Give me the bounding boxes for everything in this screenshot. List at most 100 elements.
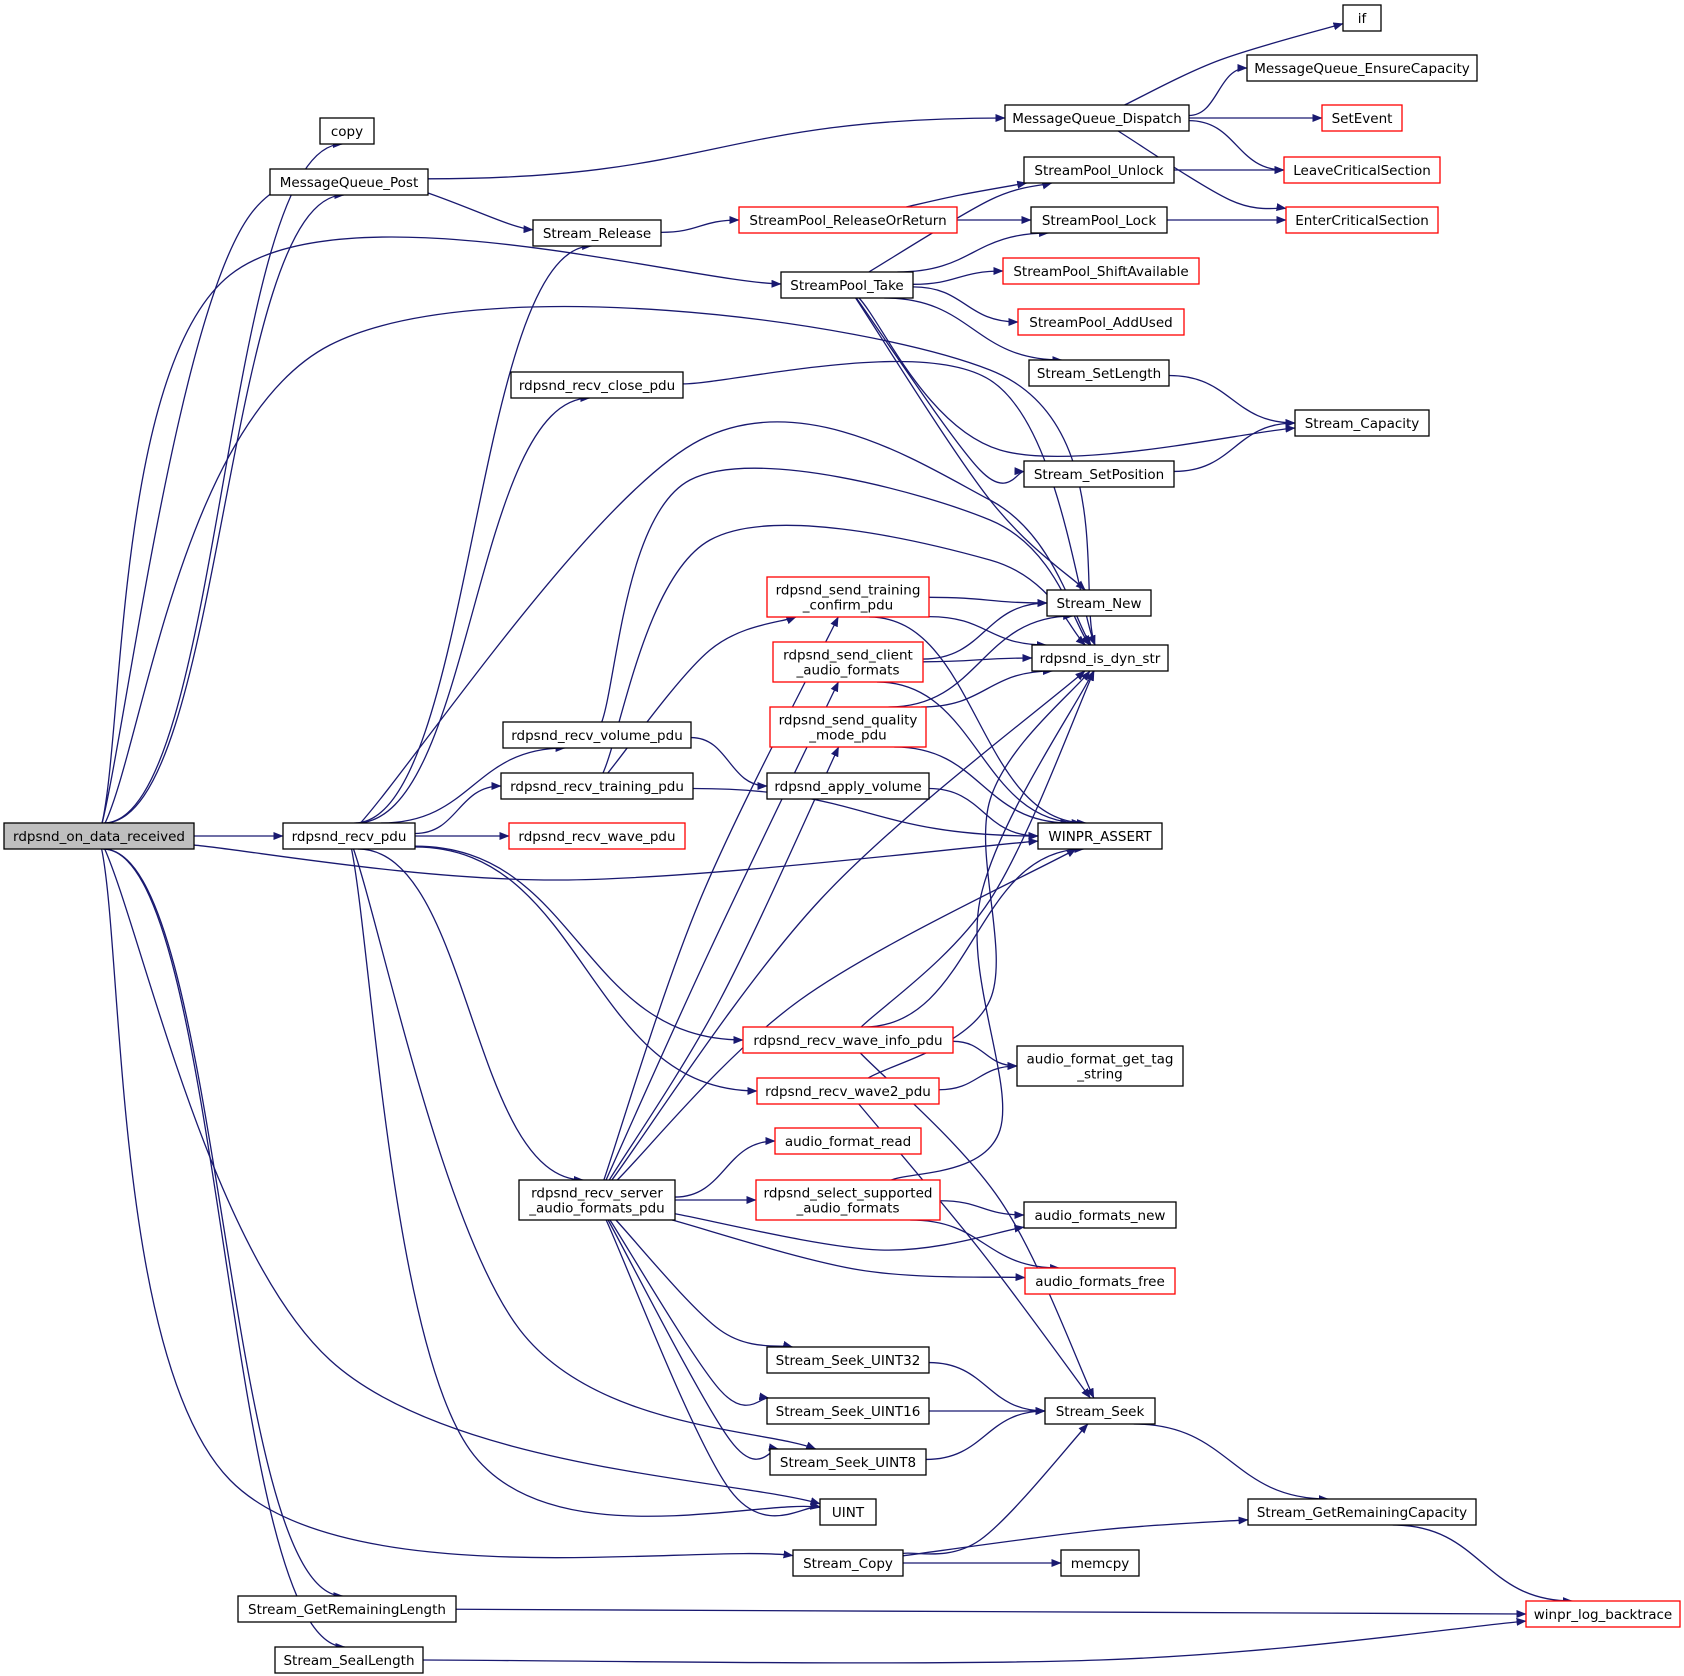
node-label: _mode_pdu: [808, 728, 886, 744]
edge-rdpsnd_select_supported_audio_formats-to-rdpsnd_is_dyn_str: [891, 670, 1095, 1181]
node-rdpsnd_select_supported_audio_formats[interactable]: rdpsnd_select_supported_audio_formats: [755, 1179, 941, 1221]
edge-rdpsnd_recv_server_audio_formats_pdu-to-rdpsnd_send_client_audio_formats: [605, 681, 840, 1181]
node-Stream_GetRemainingLength[interactable]: Stream_GetRemainingLength: [237, 1595, 457, 1623]
node-winpr_log_backtrace[interactable]: winpr_log_backtrace: [1525, 1600, 1681, 1628]
node-Stream_SealLength[interactable]: Stream_SealLength: [274, 1646, 424, 1674]
node-StreamPool_Lock[interactable]: StreamPool_Lock: [1030, 206, 1168, 234]
node-StreamPool_Unlock[interactable]: StreamPool_Unlock: [1023, 156, 1175, 184]
node-Stream_Seek[interactable]: Stream_Seek: [1044, 1397, 1156, 1425]
node-LeaveCriticalSection[interactable]: LeaveCriticalSection: [1283, 156, 1441, 184]
edge-rdpsnd_recv_server_audio_formats_pdu-to-WINPR_ASSERT: [616, 848, 1077, 1181]
node-rdpsnd_apply_volume[interactable]: rdpsnd_apply_volume: [766, 772, 930, 800]
node-rdpsnd_send_client_audio_formats[interactable]: rdpsnd_send_client_audio_formats: [772, 641, 924, 683]
edge-Stream_GetRemainingCapacity-to-winpr_log_backtrace: [1392, 1524, 1573, 1605]
node-label: rdpsnd_send_client: [783, 648, 913, 664]
node-MessageQueue_Dispatch[interactable]: MessageQueue_Dispatch: [1004, 104, 1190, 132]
node-rdpsnd_recv_volume_pdu[interactable]: rdpsnd_recv_volume_pdu: [502, 721, 692, 749]
edge-rdpsnd_apply_volume-to-WINPR_ASSERT: [928, 787, 1039, 840]
node-label: rdpsnd_recv_wave_info_pdu: [753, 1033, 942, 1049]
call-edges: [101, 22, 1573, 1664]
node-MessageQueue_EnsureCapacity[interactable]: MessageQueue_EnsureCapacity: [1246, 54, 1478, 82]
node-label: Stream_SealLength: [283, 1653, 414, 1669]
node-copy[interactable]: copy: [319, 117, 375, 145]
node-label: _audio_formats: [796, 663, 900, 679]
node-box: [1525, 1600, 1681, 1628]
node-label: rdpsnd_send_quality: [779, 713, 918, 729]
node-if[interactable]: if: [1342, 4, 1382, 32]
edge-rdpsnd_recv_server_audio_formats_pdu-to-audio_formats_new: [674, 1213, 1025, 1251]
edge-rdpsnd_recv_pdu-to-rdpsnd_recv_wave2_pdu: [414, 846, 758, 1095]
node-box: [1024, 1267, 1176, 1295]
node-Stream_Seek_UINT8[interactable]: Stream_Seek_UINT8: [769, 1448, 927, 1476]
node-rdpsnd_recv_close_pdu[interactable]: rdpsnd_recv_close_pdu: [510, 371, 684, 399]
node-label: _audio_formats_pdu: [528, 1201, 664, 1217]
node-audio_formats_free[interactable]: audio_formats_free: [1024, 1267, 1176, 1295]
edge-rdpsnd_recv_pdu-to-rdpsnd_recv_training_pdu: [414, 782, 502, 835]
node-rdpsnd_recv_pdu[interactable]: rdpsnd_recv_pdu: [282, 822, 416, 850]
node-MessageQueue_Post[interactable]: MessageQueue_Post: [269, 168, 429, 196]
node-StreamPool_ShiftAvailable[interactable]: StreamPool_ShiftAvailable: [1002, 257, 1200, 285]
node-box: [772, 641, 924, 683]
node-StreamPool_ReleaseOrReturn[interactable]: StreamPool_ReleaseOrReturn: [738, 206, 958, 234]
edge-rdpsnd_recv_wave2_pdu-to-audio_format_get_tag_string: [938, 1062, 1018, 1091]
node-Stream_Release[interactable]: Stream_Release: [532, 219, 662, 247]
node-rdpsnd_is_dyn_str[interactable]: rdpsnd_is_dyn_str: [1031, 644, 1169, 672]
node-Stream_New[interactable]: Stream_New: [1046, 589, 1152, 617]
node-Stream_SetPosition[interactable]: Stream_SetPosition: [1023, 460, 1175, 488]
node-StreamPool_Take[interactable]: StreamPool_Take: [780, 271, 914, 299]
node-rdpsnd_send_training_confirm_pdu[interactable]: rdpsnd_send_training_confirm_pdu: [766, 576, 930, 618]
node-box: [1294, 409, 1430, 437]
edge-rdpsnd_send_client_audio_formats-to-Stream_New: [922, 599, 1048, 660]
node-box: [766, 576, 930, 618]
node-label: SetEvent: [1332, 111, 1393, 127]
node-Stream_Copy[interactable]: Stream_Copy: [792, 1549, 904, 1577]
node-box: [1023, 1201, 1177, 1229]
node-audio_formats_new[interactable]: audio_formats_new: [1023, 1201, 1177, 1229]
node-rdpsnd_on_data_received[interactable]: rdpsnd_on_data_received: [3, 822, 195, 850]
edge-rdpsnd_recv_training_pdu-to-rdpsnd_send_training_confirm_pdu: [607, 616, 797, 774]
edge-rdpsnd_recv_volume_pdu-to-rdpsnd_apply_volume: [690, 736, 768, 790]
edge-Stream_Seek-to-Stream_GetRemainingCapacity: [1133, 1423, 1329, 1503]
edge-StreamPool_Take-to-StreamPool_AddUsed: [912, 286, 1019, 326]
node-label: rdpsnd_recv_pdu: [292, 829, 407, 845]
node-rdpsnd_send_quality_mode_pdu[interactable]: rdpsnd_send_quality_mode_pdu: [769, 706, 927, 748]
node-audio_format_get_tag_string[interactable]: audio_format_get_tag_string: [1016, 1045, 1184, 1087]
node-label: rdpsnd_recv_close_pdu: [519, 378, 675, 394]
edge-rdpsnd_recv_server_audio_formats_pdu-to-Stream_Seek_UINT16: [609, 1219, 770, 1406]
node-box: [274, 1646, 424, 1674]
node-SetEvent[interactable]: SetEvent: [1321, 104, 1403, 132]
edge-rdpsnd_on_data_received-to-StreamPool_Take: [101, 236, 782, 824]
node-rdpsnd_recv_wave2_pdu[interactable]: rdpsnd_recv_wave2_pdu: [756, 1077, 940, 1105]
node-rdpsnd_recv_training_pdu[interactable]: rdpsnd_recv_training_pdu: [500, 772, 694, 800]
node-StreamPool_AddUsed[interactable]: StreamPool_AddUsed: [1017, 308, 1185, 336]
node-label: winpr_log_backtrace: [1534, 1607, 1672, 1623]
edge-Stream_Seek_UINT32-to-Stream_Seek: [928, 1361, 1046, 1415]
edge-rdpsnd_recv_wave_info_pdu-to-audio_format_get_tag_string: [952, 1040, 1018, 1070]
node-rdpsnd_recv_wave_info_pdu[interactable]: rdpsnd_recv_wave_info_pdu: [742, 1026, 954, 1054]
node-audio_format_read[interactable]: audio_format_read: [774, 1127, 922, 1155]
node-box: [742, 1026, 954, 1054]
node-box: [319, 117, 375, 145]
node-label: Stream_New: [1056, 596, 1141, 612]
node-label: copy: [331, 124, 363, 140]
edge-rdpsnd_on_data_received-to-MessageQueue_Post: [103, 191, 345, 824]
node-rdpsnd_recv_wave_pdu[interactable]: rdpsnd_recv_wave_pdu: [508, 822, 686, 850]
edge-StreamPool_Take-to-Stream_Capacity: [858, 297, 1296, 458]
node-Stream_Capacity[interactable]: Stream_Capacity: [1294, 409, 1430, 437]
node-Stream_SetLength[interactable]: Stream_SetLength: [1028, 359, 1170, 387]
node-UINT[interactable]: UINT: [819, 1498, 877, 1526]
node-EnterCriticalSection[interactable]: EnterCriticalSection: [1285, 206, 1439, 234]
node-box: [518, 1179, 676, 1221]
node-Stream_Seek_UINT16[interactable]: Stream_Seek_UINT16: [766, 1397, 930, 1425]
node-Stream_GetRemainingCapacity[interactable]: Stream_GetRemainingCapacity: [1247, 1498, 1477, 1526]
node-box: [766, 772, 930, 800]
node-Stream_Seek_UINT32[interactable]: Stream_Seek_UINT32: [766, 1346, 930, 1374]
node-rdpsnd_recv_server_audio_formats_pdu[interactable]: rdpsnd_recv_server_audio_formats_pdu: [518, 1179, 676, 1221]
edge-rdpsnd_recv_server_audio_formats_pdu-to-rdpsnd_send_quality_mode_pdu: [608, 746, 840, 1181]
node-box: [1037, 822, 1163, 850]
edge-rdpsnd_recv_volume_pdu-to-rdpsnd_is_dyn_str: [601, 467, 1091, 723]
node-WINPR_ASSERT[interactable]: WINPR_ASSERT: [1037, 822, 1163, 850]
node-memcpy[interactable]: memcpy: [1060, 1549, 1140, 1577]
edge-rdpsnd_send_training_confirm_pdu-to-WINPR_ASSERT: [869, 616, 1087, 827]
